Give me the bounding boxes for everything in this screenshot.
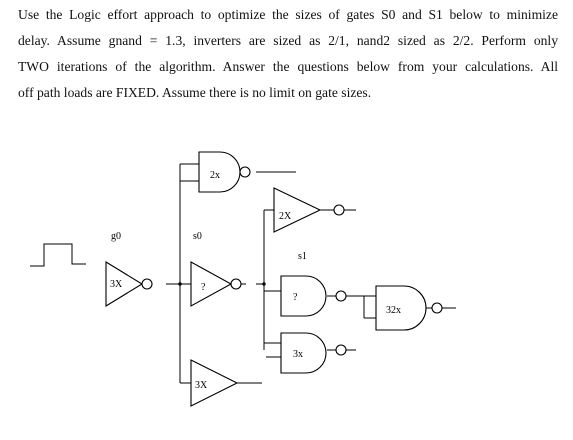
problem-line-4: off path loads are FIXED. Assume there i… — [18, 85, 372, 100]
problem-line-2: delay. Assume gnand = 1.3, inverters are… — [18, 33, 558, 48]
inverter-s0 — [190, 261, 242, 307]
nand-s1 — [280, 275, 347, 317]
gate-label-upper-inverter: 2X — [279, 211, 292, 222]
nand-32x-output — [375, 285, 443, 331]
gate-label-first-inverter: 3X — [110, 279, 123, 290]
input-pulse-waveform — [30, 243, 86, 267]
inverter-3x-first — [105, 261, 153, 307]
node-label-s0: s0 — [193, 231, 202, 242]
problem-line-1: Use the Logic effort approach to optimiz… — [18, 7, 558, 22]
node-label-s1: s1 — [298, 251, 307, 262]
nand-3x-lower — [280, 332, 347, 374]
node-label-g0: g0 — [111, 231, 121, 242]
gate-label-top-nand: 2x — [210, 170, 220, 181]
inverter-3x-bottom — [190, 359, 239, 407]
gate-label-output-nand: 32x — [386, 305, 401, 316]
gate-label-bottom-inverter: 3X — [195, 380, 208, 391]
gate-label-middle-nand: ? — [293, 292, 298, 303]
nand-2x-top — [198, 151, 251, 193]
problem-line-3: TWO iterations of the algorithm. Answer … — [18, 59, 558, 74]
gate-label-lower-nand: 3x — [293, 349, 303, 360]
problem-statement: Use the Logic effort approach to optimiz… — [18, 2, 558, 106]
gate-label-s0-inverter: ? — [201, 282, 206, 293]
inverter-2x-upper — [273, 187, 345, 233]
